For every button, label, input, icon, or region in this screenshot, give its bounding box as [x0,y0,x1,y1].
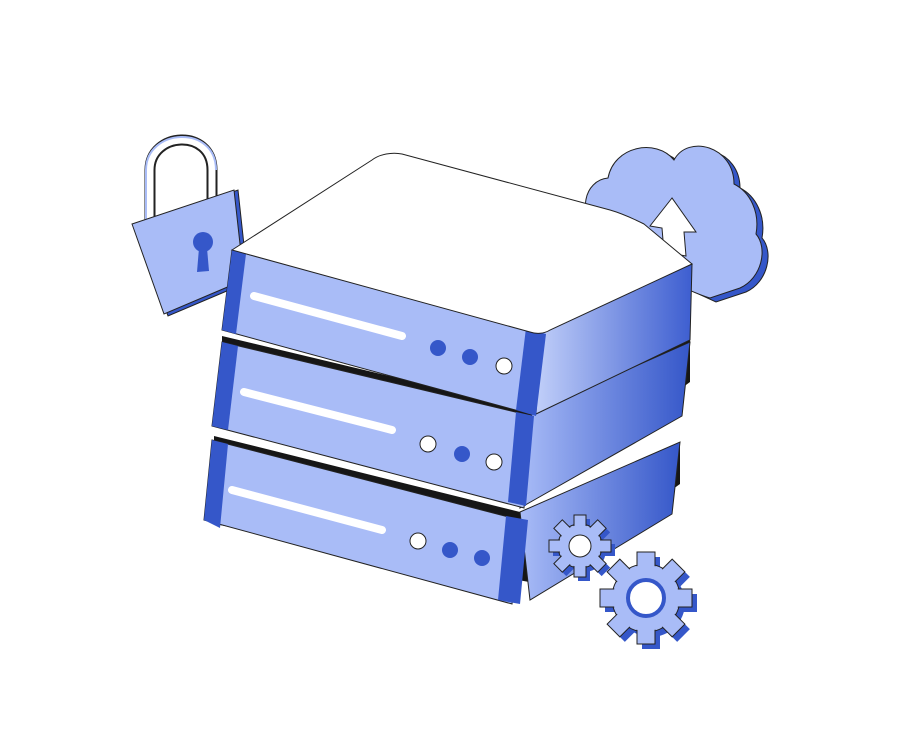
server-rack-unit [221,152,693,416]
server-status-led [430,340,446,356]
server-status-led [495,357,513,375]
server-drive-slot [228,486,386,534]
server-status-led [409,532,427,550]
server-status-led [474,550,490,566]
server-top-panel [230,152,693,334]
server-status-led [419,435,437,453]
server-rack-unit [211,336,691,509]
gear-icon [548,514,615,581]
server-drive-slot [250,292,406,340]
server-status-led [485,453,503,471]
server-status-led [442,542,458,558]
server-status-led [454,446,470,462]
server-status-led [462,349,478,365]
server-drive-slot [240,388,396,434]
gear-icon [599,551,697,649]
